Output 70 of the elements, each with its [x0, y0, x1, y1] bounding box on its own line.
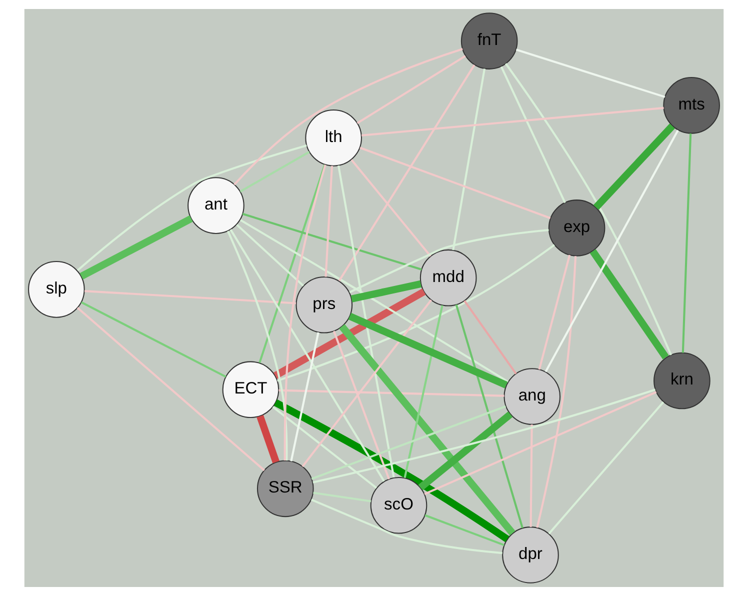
connector [230, 228, 385, 482]
connector [548, 400, 664, 534]
connector [536, 256, 577, 528]
connector [339, 324, 516, 536]
node-circle: fnT [460, 12, 518, 69]
node-circle: ang [504, 368, 561, 424]
connector [256, 414, 280, 463]
connector [332, 330, 390, 479]
connector [272, 406, 378, 488]
node-circle: SSR [256, 460, 314, 517]
connector [302, 298, 432, 467]
connector [311, 404, 506, 480]
connector [226, 230, 288, 460]
node-circle: prs [296, 276, 353, 333]
node-circle: mts [663, 76, 720, 134]
connector [337, 164, 395, 478]
connector [362, 106, 664, 136]
node-circle: exp [548, 199, 606, 256]
connector [348, 312, 508, 388]
connector [452, 68, 486, 250]
connector [312, 388, 656, 483]
connector [240, 218, 509, 382]
connector [350, 158, 432, 256]
node-circle: ant [188, 176, 244, 234]
node-circle: ECT [222, 360, 280, 418]
connector [324, 165, 334, 276]
connector [76, 306, 265, 471]
connector [682, 132, 692, 352]
connector [455, 304, 524, 528]
connector [234, 48, 463, 185]
connector [349, 228, 549, 293]
connector [404, 304, 444, 478]
connector [313, 491, 372, 502]
connector [538, 254, 571, 370]
connector [350, 280, 422, 302]
connector [530, 424, 533, 527]
connector [544, 129, 679, 372]
connector [274, 288, 426, 378]
node-circle: krn [654, 352, 710, 409]
connector [80, 300, 226, 378]
connector [240, 150, 310, 192]
connector [80, 214, 193, 280]
connector [424, 514, 504, 546]
connector [76, 144, 307, 271]
connector [356, 54, 466, 124]
connector [464, 300, 517, 374]
node-circle: slp [28, 260, 85, 318]
node-circle: lth [305, 109, 362, 166]
connector [424, 390, 657, 494]
connector [290, 332, 320, 461]
connector [236, 223, 304, 286]
connector [590, 248, 669, 359]
connector [500, 66, 566, 203]
connector [242, 212, 422, 270]
connector [360, 146, 551, 219]
connector [276, 244, 555, 382]
node-circle: dpr [502, 526, 559, 583]
connector [418, 410, 513, 490]
connector [258, 164, 326, 362]
node-circle: scO [370, 476, 428, 534]
connector [274, 398, 510, 542]
connector [310, 498, 502, 554]
connector [278, 388, 504, 396]
connector [84, 290, 296, 304]
connector [516, 48, 666, 98]
connector [284, 164, 326, 460]
connector [338, 64, 476, 281]
connector [593, 123, 675, 210]
node-circle: mdd [420, 248, 477, 306]
connector [504, 62, 672, 355]
